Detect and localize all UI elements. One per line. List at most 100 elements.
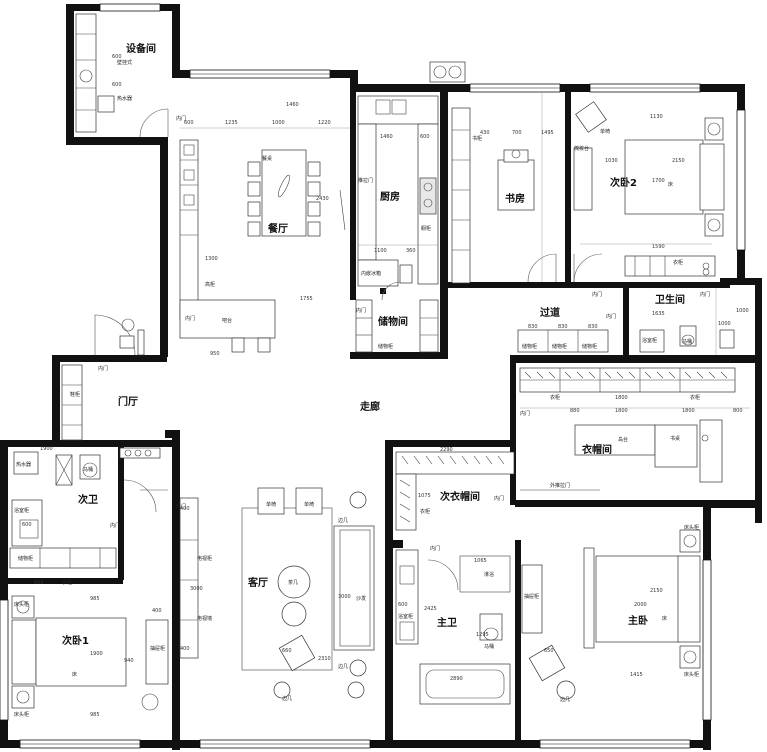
dim-mb-5: 1295 (476, 632, 489, 638)
label-bedside-mbr-2: 床头柜 (684, 671, 699, 678)
label-tall-cab: 高柜 (205, 281, 215, 288)
room-label-living: 客厅 (247, 576, 268, 589)
master-bath: 浴室柜 600 主卫 淋浴 马桶 2890 1065 2425 1295 内门 (395, 545, 511, 705)
label-bedside-b1-2: 床头柜 (14, 711, 29, 718)
dim-dining-7: 1300 (205, 256, 218, 262)
label-door-sc: 内门 (494, 495, 504, 502)
label-toilet-sb: 马桶 (83, 466, 93, 473)
label-dresser-b2: 梳妆台 (574, 145, 589, 152)
dim-cloak-2: 880 (570, 408, 580, 414)
label-shoe-cab-passage: 储物柜 (522, 343, 537, 350)
label-bed-b1: 床 (72, 671, 77, 678)
dim-kitchen-2: 600 (420, 134, 430, 140)
dim-mb-3: 1065 (474, 558, 487, 564)
dim-b1-0: 600 (34, 580, 44, 586)
bedroom-2: 次卧2 床 梳妆台 单椅 衣柜 1130 2150 1030 1700 1590 (573, 101, 725, 283)
dim-mb-2: 2890 (450, 676, 463, 682)
label-door-entry: 内门 (98, 365, 108, 372)
room-label-master-bedroom: 主卧 (628, 614, 648, 627)
label-armchair-2: 单椅 (304, 501, 314, 508)
dim-dining-2: 1235 (225, 120, 238, 126)
dim-mbr-3: 1415 (630, 672, 643, 678)
dim-mb-4: 2425 (424, 606, 437, 612)
label-door-passage: 内门 (592, 291, 602, 298)
dim-b1-3: 985 (90, 712, 100, 718)
label-bedside-mbr: 床头柜 (684, 524, 699, 531)
dim-passage-2: 830 (558, 324, 568, 330)
room-label-entry: 门厅 (118, 395, 138, 408)
label-wardrobe-b2: 衣柜 (673, 259, 683, 266)
label-wardrobe-cloak: 衣柜 (550, 394, 560, 401)
dim-dining-1: 600 (184, 120, 194, 126)
label-sofa: 沙发 (356, 595, 366, 602)
label-book-cab: 书柜 (472, 135, 482, 142)
living-room: 电视柜 电视墙 400 400 3000 单椅 单椅 沙发 茶几 边几 边几 边… (140, 487, 375, 702)
label-side-table-2: 边几 (338, 663, 348, 670)
dim-study-3: 430 (480, 130, 490, 136)
label-armchair-1: 单椅 (266, 501, 276, 508)
dim-equip-2: 600 (112, 82, 122, 88)
label-wardrobe-b1: 衣柜 (62, 579, 72, 586)
label-side-table-mbr: 边几 (560, 696, 570, 703)
label-door-bath: 内门 (700, 291, 710, 298)
dim-bath-1: 1635 (652, 311, 665, 317)
label-bed-mbr: 床 (662, 615, 667, 622)
room-label-cloakroom: 衣帽间 (582, 443, 612, 456)
dim-b1-2: 985 (90, 596, 100, 602)
label-door-storage: 内门 (356, 307, 366, 314)
label-door-sb: 内门 (110, 522, 120, 529)
ac-outdoor-unit (429, 61, 466, 83)
label-drawer-b1: 抽屉柜 (150, 645, 165, 652)
study-room: 书房 书柜 700 1495 430 (451, 92, 557, 284)
label-built-in: 内嵌冰箱 (361, 270, 381, 277)
dim-dining-6: 2430 (316, 196, 329, 202)
dim-b1-4: 1900 (90, 651, 103, 657)
label-shoe-cab: 鞋柜 (70, 391, 80, 398)
label-armchair-b2: 单椅 (600, 128, 610, 135)
master-bedroom: 抽屉柜 床头柜 床头柜 主卧 床 边几 2150 2000 1415 650 (521, 524, 701, 703)
label-heater-sb: 热水器 (16, 461, 31, 468)
dim-living-5: 660 (282, 648, 292, 654)
label-tv-unit: 电视墙 (197, 615, 212, 622)
label-door-dining: 内门 (185, 315, 195, 322)
label-toilet-bath: 马桶 (682, 338, 692, 345)
label-door-living: 内门 (176, 503, 186, 510)
dim-dining-8: 1755 (300, 296, 313, 302)
dim-kitchen-4: 360 (406, 248, 416, 254)
room-label-bedroom1: 次卧1 (62, 634, 89, 647)
label-drawer-mbr: 抽屉柜 (524, 593, 539, 600)
label-storage-sb: 储物柜 (18, 555, 33, 562)
label-door-cloak: 内门 (520, 410, 530, 417)
label-side-table-3: 边几 (282, 695, 292, 702)
label-coffee-table: 茶几 (288, 579, 298, 586)
dim-bath-3: 1000 (736, 308, 749, 314)
dim-sb-1: 1900 (40, 446, 53, 452)
dim-dining-9: 950 (210, 351, 220, 357)
windows (0, 3, 746, 749)
dim-b1-1: 940 (124, 658, 134, 664)
room-label-equipment: 设备间 (126, 42, 156, 55)
label-door-mb: 内门 (430, 545, 440, 552)
dim-b2-1: 1130 (650, 114, 663, 120)
label-tv-cabinet: 电视柜 (197, 555, 212, 562)
dim-passage-3: 830 (588, 324, 598, 330)
label-toilet-mb: 马桶 (484, 643, 494, 650)
label-door-passage-2: 内门 (606, 313, 616, 320)
passage: 过道 储物柜 储物柜 储物柜 830 830 830 内门 内门 (517, 291, 616, 353)
dim-sc-2: 1075 (418, 493, 431, 499)
label-wardrobe-sc: 衣柜 (420, 508, 430, 515)
dim-study-1: 700 (512, 130, 522, 136)
room-label-passage: 过道 (540, 306, 560, 319)
label-wardrobe-cloak-2: 衣柜 (690, 394, 700, 401)
kitchen: 厨房 推拉门 内嵌冰箱 橱柜 1460 600 1100 360 (357, 95, 439, 287)
dim-living-3: 3000 (190, 586, 203, 592)
dim-cloak-1: 1800 (615, 395, 628, 401)
room-label-kitchen: 厨房 (380, 190, 400, 203)
dining-room: 餐桌 餐厅 吧台 高柜 内门 600 1235 1000 1220 1460 2… (176, 102, 350, 357)
dim-living-2: 400 (180, 646, 190, 652)
label-sink-cab: 橱柜 (421, 225, 431, 232)
label-bed-b2: 床 (668, 181, 673, 188)
label-island: 岛台 (618, 436, 628, 443)
room-label-study: 书房 (505, 192, 525, 205)
